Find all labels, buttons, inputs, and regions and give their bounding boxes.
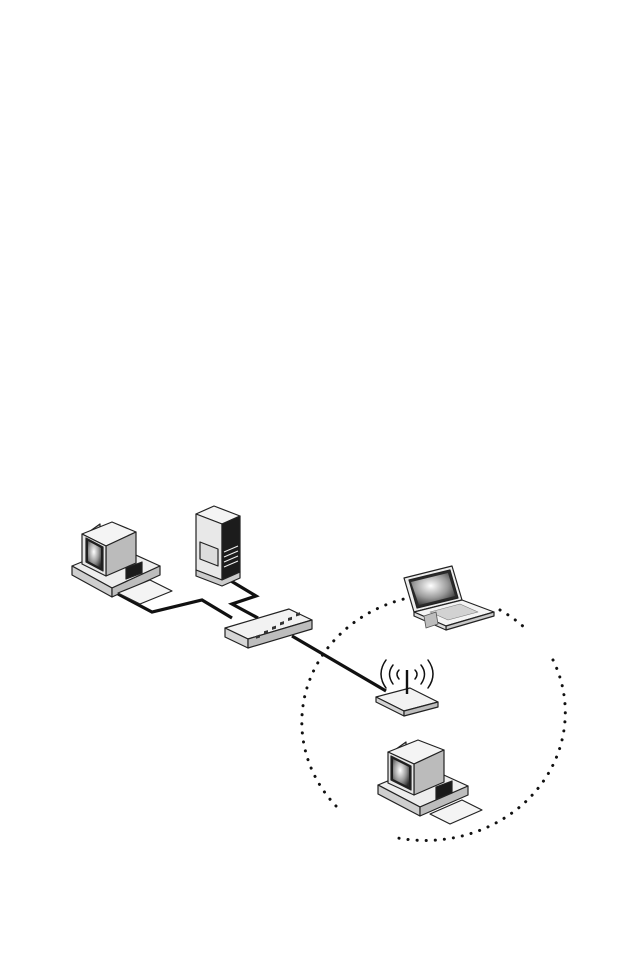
laptop-icon bbox=[404, 566, 494, 630]
cable-switch-to-router bbox=[292, 636, 386, 691]
server-tower-icon bbox=[196, 506, 240, 586]
cable-server-to-switch bbox=[226, 578, 258, 618]
network-switch-icon bbox=[225, 609, 312, 648]
desktop-computer-wireless-icon bbox=[378, 740, 482, 824]
desktop-computer-wired-icon bbox=[72, 522, 172, 604]
wireless-router-icon bbox=[376, 660, 438, 716]
